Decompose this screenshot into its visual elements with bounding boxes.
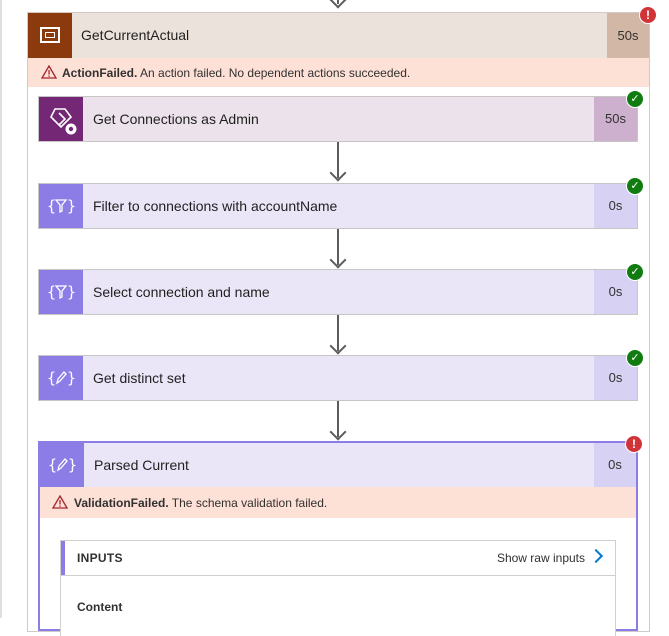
svg-text:}: } [67, 369, 76, 387]
inputs-section: INPUTS Show raw inputs [60, 540, 616, 576]
inputs-label: INPUTS [77, 551, 123, 565]
connector-line [337, 229, 339, 265]
success-check-icon: ✓ [626, 349, 644, 367]
content-section: Content [60, 576, 616, 636]
warning-icon [41, 65, 57, 79]
warning-icon [52, 495, 68, 509]
success-check-icon: ✓ [626, 90, 644, 108]
parse-json-icon: { } [40, 443, 84, 487]
show-raw-inputs-link[interactable]: Show raw inputs [496, 551, 585, 565]
left-edge-divider [0, 0, 2, 618]
svg-text:{: { [47, 283, 56, 301]
svg-text:}: } [67, 283, 76, 301]
compose-icon: { } [39, 356, 83, 400]
scope-error-message: An action failed. No dependent actions s… [137, 66, 411, 80]
scope-title: GetCurrentActual [81, 27, 190, 43]
parsed-error-message: The schema validation failed. [168, 496, 328, 510]
filter-array-icon: { } [39, 184, 83, 228]
parsed-current-header[interactable] [40, 443, 636, 487]
scope-icon [28, 13, 72, 58]
error-badge-icon: ! [639, 6, 657, 24]
svg-text:}: } [68, 456, 77, 474]
action-card-filter-connections[interactable]: { } Filter to connections with accountNa… [38, 183, 638, 229]
success-check-icon: ✓ [626, 263, 644, 281]
content-label: Content [77, 600, 123, 614]
connector-line [337, 401, 339, 437]
svg-text:{: { [47, 197, 56, 215]
action-title: Get distinct set [93, 370, 186, 386]
scope-error-banner: ActionFailed. An action failed. No depen… [28, 58, 649, 87]
connector-line [337, 0, 339, 4]
action-title: Filter to connections with accountName [93, 198, 338, 214]
action-card-get-connections[interactable]: Get Connections as Admin 50s [38, 96, 638, 142]
svg-text:{: { [48, 456, 57, 474]
action-title: Select connection and name [93, 284, 270, 300]
success-check-icon: ✓ [626, 177, 644, 195]
connector-line [337, 142, 339, 178]
chevron-right-icon[interactable] [588, 548, 604, 564]
action-card-select-connection[interactable]: { } Select connection and name 0s [38, 269, 638, 315]
action-title: Get Connections as Admin [93, 111, 259, 127]
inputs-accent-bar [61, 541, 65, 575]
error-badge-icon: ! [625, 435, 643, 453]
filter-array-icon: { } [39, 270, 83, 314]
parsed-error-banner: ValidationFailed. The schema validation … [40, 487, 636, 518]
scope-error-code: ActionFailed. [62, 66, 138, 80]
svg-text:}: } [67, 197, 76, 215]
action-card-get-distinct-set[interactable]: { } Get distinct set 0s [38, 355, 638, 401]
connector-line [337, 315, 339, 351]
scope-header[interactable] [28, 13, 649, 58]
svg-text:{: { [47, 369, 56, 387]
powerapps-admin-icon [39, 97, 83, 141]
action-title: Parsed Current [94, 457, 189, 473]
parsed-error-code: ValidationFailed. [74, 496, 169, 510]
connector-arrow [329, 0, 347, 9]
